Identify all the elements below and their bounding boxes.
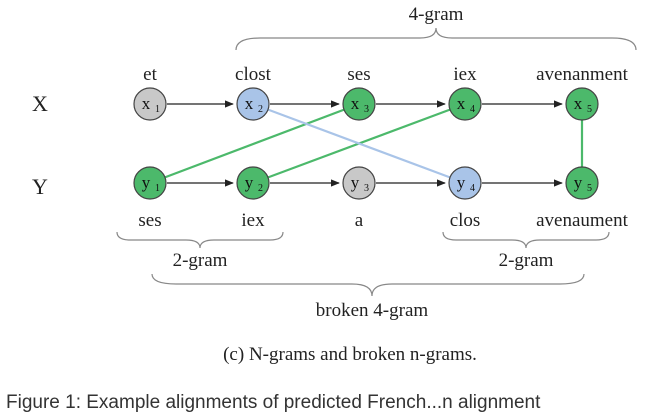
link-x3-y1: [149, 102, 360, 185]
node-x2-circle: [236, 87, 270, 121]
node-x3-sub: 3: [364, 104, 369, 115]
x-word-1: et: [143, 64, 157, 85]
node-x2-base: x: [245, 94, 254, 113]
brace-bottom-right-label: 2-gram: [499, 250, 554, 271]
y-word-4: clos: [450, 210, 481, 231]
node-y3-sub: 3: [364, 183, 369, 194]
brace-top-label: 4-gram: [409, 4, 464, 25]
node-y4-base: y: [457, 173, 466, 192]
node-x4-circle: [448, 87, 482, 121]
node-y2-sub: 2: [258, 183, 263, 194]
node-x5-sub: 5: [587, 104, 592, 115]
node-y3-circle: [342, 166, 376, 200]
node-y2-circle: [236, 166, 270, 200]
node-y2-base: y: [245, 173, 254, 192]
node-x3-base: x: [351, 94, 360, 113]
node-x5: x 5: [565, 87, 599, 121]
node-x2: x 2: [236, 87, 270, 121]
node-y4-circle: [448, 166, 482, 200]
link-x2-y4: [252, 102, 466, 185]
brace-bottom-wide-broken-4gram: broken 4-gram: [151, 273, 585, 321]
node-y2: y 2: [236, 166, 270, 200]
node-y1-base: y: [142, 173, 151, 192]
node-x1-base: x: [142, 94, 151, 113]
brace-bottom-right-2gram: 2-gram: [442, 231, 610, 271]
node-y1: y 1: [133, 166, 167, 200]
node-x2-sub: 2: [258, 104, 263, 115]
brace-bottom-wide-label: broken 4-gram: [316, 300, 429, 321]
row-label-y: Y: [32, 174, 48, 199]
node-y1-circle: [133, 166, 167, 200]
node-y3-base: y: [351, 173, 360, 192]
x-word-5: avenanment: [536, 64, 629, 85]
brace-bottom-left-label: 2-gram: [173, 250, 228, 271]
y-word-3: a: [355, 210, 364, 231]
y-word-2: iex: [241, 210, 265, 231]
node-x1-sub: 1: [155, 104, 160, 115]
brace-bottom-left-2gram: 2-gram: [116, 231, 284, 271]
node-y5: y 5: [565, 166, 599, 200]
x-word-4: iex: [453, 64, 477, 85]
node-y5-base: y: [574, 173, 583, 192]
node-x1: x 1: [133, 87, 167, 121]
brace-top-4gram: 4-gram: [235, 4, 637, 51]
y-word-5: avenaument: [536, 210, 629, 231]
node-y1-sub: 1: [155, 183, 160, 194]
node-x5-circle: [565, 87, 599, 121]
x-word-3: ses: [347, 64, 370, 85]
node-x1-circle: [133, 87, 167, 121]
node-x5-base: x: [574, 94, 583, 113]
node-x3: x 3: [342, 87, 376, 121]
node-x4: x 4: [448, 87, 482, 121]
y-word-1: ses: [138, 210, 161, 231]
node-y5-sub: 5: [587, 183, 592, 194]
row-label-x: X: [32, 91, 48, 116]
node-y3: y 3: [342, 166, 376, 200]
x-word-2: clost: [235, 64, 272, 85]
figure-trailing-text: Figure 1: Example alignments of predicte…: [6, 392, 541, 413]
node-x4-sub: 4: [470, 104, 475, 115]
node-x4-base: x: [457, 94, 466, 113]
node-x3-circle: [342, 87, 376, 121]
figure-caption: (c) N-grams and broken n-grams.: [223, 344, 477, 365]
node-y5-circle: [565, 166, 599, 200]
node-y4-sub: 4: [470, 183, 475, 194]
node-y4: y 4: [448, 166, 482, 200]
